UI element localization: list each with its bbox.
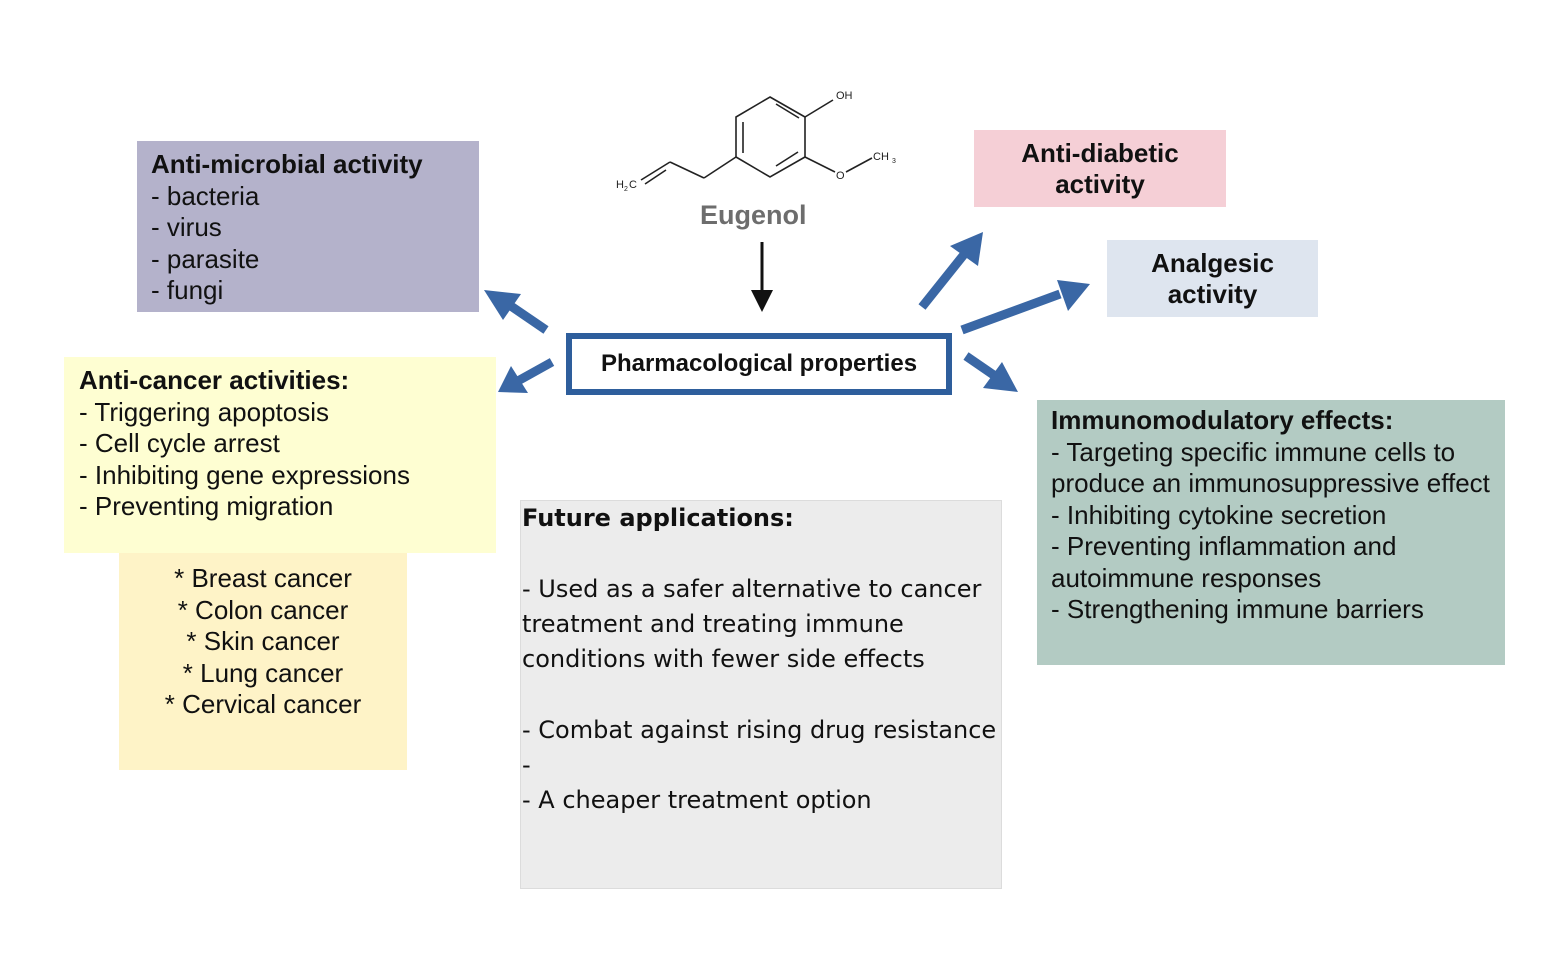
future-applications-box: Future applications: - Used as a safer a…: [520, 500, 1002, 889]
cancer-type-item: * Cervical cancer: [164, 689, 362, 719]
antimicrobial-box: Anti-microbial activity - bacteria - vir…: [137, 141, 479, 312]
blue-arrows: [484, 232, 1090, 393]
anticancer-item: - Cell cycle arrest: [79, 428, 280, 458]
antimicrobial-item: - bacteria: [151, 180, 260, 211]
immuno-title: Immunomodulatory effects:: [1051, 405, 1394, 435]
future-item-line: -: [522, 751, 531, 780]
future-item-line: treatment and treating immune: [522, 609, 904, 638]
analgesic-box: Analgesic activity: [1107, 240, 1318, 317]
pharmacological-properties-box: Pharmacological properties: [566, 333, 952, 395]
immunomodulatory-box: Immunomodulatory effects: - Targeting sp…: [1037, 400, 1505, 665]
eugenol-atom-labels: OH O CH 3 H 2 C: [616, 90, 896, 193]
ch3-subscript: 3: [892, 158, 896, 165]
antidiabetic-title-line1: Anti-diabetic: [1021, 138, 1179, 168]
analgesic-title-line2: activity: [1167, 279, 1258, 309]
h2c-label: H: [616, 179, 624, 191]
arrow-to-analgesic: [960, 280, 1090, 335]
antimicrobial-title: Anti-microbial activity: [151, 149, 423, 179]
antimicrobial-item: - virus: [151, 212, 222, 242]
future-blank: [521, 536, 1001, 571]
oxygen-label: O: [836, 170, 845, 182]
anticancer-item: - Inhibiting gene expressions: [79, 459, 410, 490]
future-item-line: conditions with fewer side effects: [522, 645, 925, 674]
immuno-item: - Strengthening immune barriers: [1051, 594, 1424, 624]
antidiabetic-title-line2: activity: [1055, 169, 1145, 199]
cancer-type-item: * Skin cancer: [186, 626, 340, 656]
h2c-carbon: C: [629, 179, 637, 191]
oh-label: OH: [836, 90, 853, 102]
antidiabetic-box: Anti-diabetic activity: [974, 130, 1226, 207]
pharmacological-properties-label: Pharmacological properties: [600, 350, 918, 377]
antimicrobial-item: - fungi: [151, 275, 224, 305]
arrow-to-antimicrobial: [484, 290, 549, 334]
immuno-item: - Preventing inflammation and autoimmune…: [1051, 531, 1397, 593]
ch3-label: CH: [873, 151, 889, 163]
cancer-type-item: * Colon cancer: [177, 594, 349, 625]
future-item-line: - Combat against rising drug resistance: [522, 715, 997, 744]
future-item-line: - A cheaper treatment option: [522, 786, 872, 815]
cancer-type-item: * Lung cancer: [182, 657, 344, 688]
cancer-type-item: * Breast cancer: [174, 563, 352, 593]
future-blank: [521, 677, 1001, 712]
analgesic-title-line1: Analgesic: [1151, 248, 1274, 278]
immuno-item: - Inhibiting cytokine secretion: [1051, 499, 1387, 530]
eugenol-label: Eugenol: [700, 200, 807, 230]
antimicrobial-item: - parasite: [151, 243, 260, 274]
h2c-subscript: 2: [624, 186, 628, 193]
future-title: Future applications:: [522, 504, 794, 532]
future-item-line: - Used as a safer alternative to cancer: [522, 574, 982, 603]
anticancer-title: Anti-cancer activities:: [79, 365, 350, 395]
eugenol-structure: [640, 96, 873, 185]
arrow-to-anticancer: [498, 358, 555, 393]
anticancer-item: - Triggering apoptosis: [79, 396, 330, 427]
immuno-item: - Targeting specific immune cells to pro…: [1051, 436, 1490, 499]
anticancer-item: - Preventing migration: [79, 491, 334, 521]
anticancer-box: Anti-cancer activities: - Triggering apo…: [64, 357, 496, 553]
arrow-to-antidiabetic: [918, 232, 983, 310]
eugenol-arrow: [751, 242, 773, 312]
arrow-to-immuno: [963, 352, 1018, 392]
cancer-types-box: * Breast cancer * Colon cancer * Skin ca…: [119, 553, 407, 770]
